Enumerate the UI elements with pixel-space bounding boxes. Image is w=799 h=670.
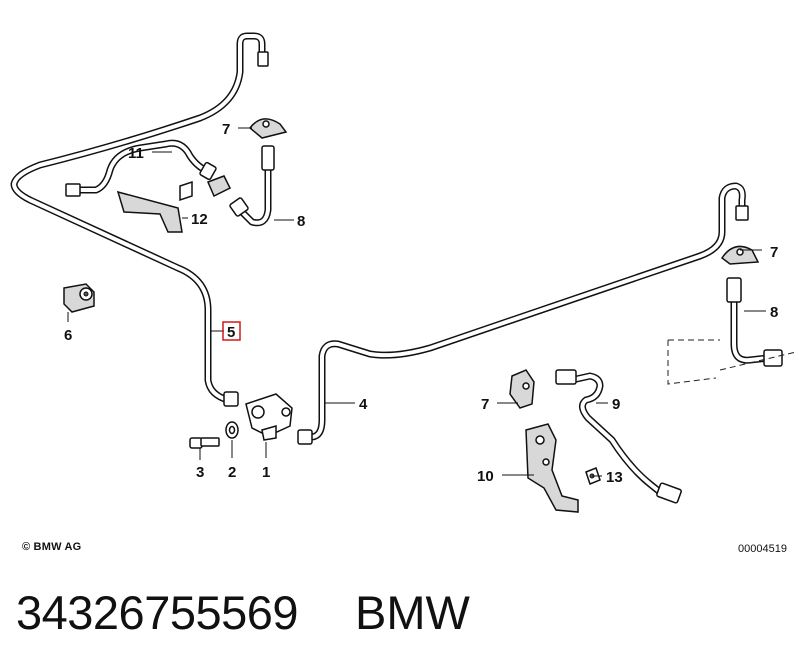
brake-pipe-4 xyxy=(300,182,746,441)
clip-upper-center xyxy=(207,175,232,198)
callout-11: 11 xyxy=(128,145,144,162)
t-piece-part-1 xyxy=(245,393,293,441)
clip-part-6 xyxy=(63,283,95,313)
brake-pipe-9 xyxy=(555,369,682,504)
callout-5: 5 xyxy=(227,324,235,341)
copyright-notice: © BMW AG xyxy=(22,541,82,553)
bracket-part-7-upper xyxy=(248,118,288,139)
callout-1: 1 xyxy=(262,464,270,481)
bracket-part-7-lower xyxy=(509,369,535,409)
brand-name: BMW xyxy=(355,586,470,639)
callout-2: 2 xyxy=(228,464,236,481)
bracket-part-12 xyxy=(116,180,193,233)
brake-pipe-11 xyxy=(72,139,214,194)
callout-13: 13 xyxy=(606,469,623,486)
bracket-part-7-right xyxy=(720,245,760,265)
bolt-part-3 xyxy=(189,437,220,449)
callout-4: 4 xyxy=(359,396,368,413)
callout-5-highlight xyxy=(222,321,241,341)
callout-9: 9 xyxy=(612,396,620,413)
callout-10: 10 xyxy=(477,468,494,485)
callout-7-lower: 7 xyxy=(481,396,489,413)
reference-dashed-outline xyxy=(667,339,797,385)
callout-3: 3 xyxy=(196,464,204,481)
callout-7-right: 7 xyxy=(770,244,778,261)
bracket-part-10 xyxy=(525,423,579,513)
callout-8-right: 8 xyxy=(770,304,778,321)
pipe-fittings xyxy=(65,51,749,445)
brake-pipe-5 xyxy=(10,32,266,404)
callout-12: 12 xyxy=(191,211,208,228)
brake-hose-8-right xyxy=(726,277,783,367)
diagram-id: 00004519 xyxy=(738,543,787,555)
callout-6: 6 xyxy=(64,327,72,344)
callout-8-upper: 8 xyxy=(297,213,305,230)
brake-hose-8-upper xyxy=(229,145,275,227)
washer-part-2 xyxy=(225,421,239,439)
callout-7-upper: 7 xyxy=(222,121,230,138)
leader-lines xyxy=(67,127,766,477)
part-number: 34326755569 xyxy=(16,586,299,639)
